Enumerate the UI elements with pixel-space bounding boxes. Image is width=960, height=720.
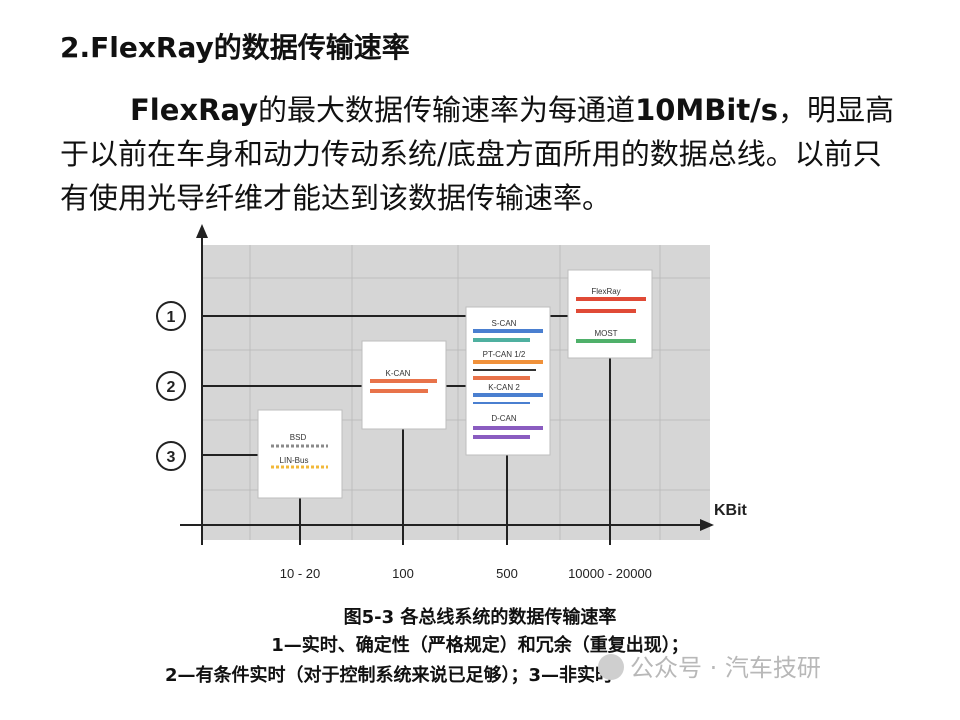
level-1-label: 1 [167, 309, 176, 326]
bus-label: MOST [594, 329, 617, 338]
bus-label: D-CAN [491, 414, 517, 423]
level-2-label: 2 [167, 379, 176, 396]
paragraph-text-2: ，明显高于以前在车身和动力传动系统/底盘方面所用的数据总线。以前只有使用光导纤维… [60, 93, 895, 215]
level-3-marker [156, 441, 186, 471]
group-box-bsd-lin [257, 409, 343, 499]
x-tick-label: 100 [392, 566, 414, 581]
flexray-term: FlexRay [130, 93, 259, 127]
bus-rate-figure: KBit 1 2 3 10 - 20 100 500 10000 - 20000… [156, 224, 748, 581]
level-2-marker [156, 371, 186, 401]
figure-caption-note-2: 2—有条件实时（对于控制系统来说已足够）；3—非实时 [165, 665, 614, 686]
bus-label: FlexRay [591, 287, 620, 296]
bus-label: PT-CAN 1/2 [483, 350, 526, 359]
watermark: 公众号 · 汽车技研 [598, 648, 821, 683]
section-heading: 2.FlexRay的数据传输速率 [60, 31, 410, 64]
bus-label: K-CAN 2 [488, 383, 520, 392]
group-box-kcan [361, 340, 447, 430]
figure-caption-title: 图5-3 各总线系统的数据传输速率 [343, 607, 617, 628]
wechat-icon [598, 654, 624, 680]
bus-label: LIN-Bus [280, 456, 309, 465]
x-tick-label: 10000 - 20000 [568, 566, 652, 581]
bus-label: BSD [290, 433, 307, 442]
group-box-flexray-most [567, 269, 653, 359]
axis-unit-label: KBit [714, 502, 748, 519]
watermark-text: 公众号 · 汽车技研 [630, 654, 821, 682]
body-paragraph: FlexRay的最大数据传输速率为每通道10MBit/s，明显高于以前在车身和动… [60, 88, 910, 220]
paragraph-text-1: 的最大数据传输速率为每通道 [258, 93, 636, 127]
level-3-label: 3 [167, 449, 176, 466]
bus-label: K-CAN [386, 369, 411, 378]
bus-label: S-CAN [492, 319, 517, 328]
x-axis-arrow [700, 519, 714, 531]
rate-value: 10MBit/s [635, 93, 779, 127]
figure-caption-note-1: 1—实时、确定性（严格规定）和冗余（重复出现）； [271, 635, 689, 656]
y-axis-arrow [196, 224, 208, 238]
x-tick-label: 500 [496, 566, 518, 581]
x-tick-label: 10 - 20 [280, 566, 320, 581]
level-1-marker [156, 301, 186, 331]
